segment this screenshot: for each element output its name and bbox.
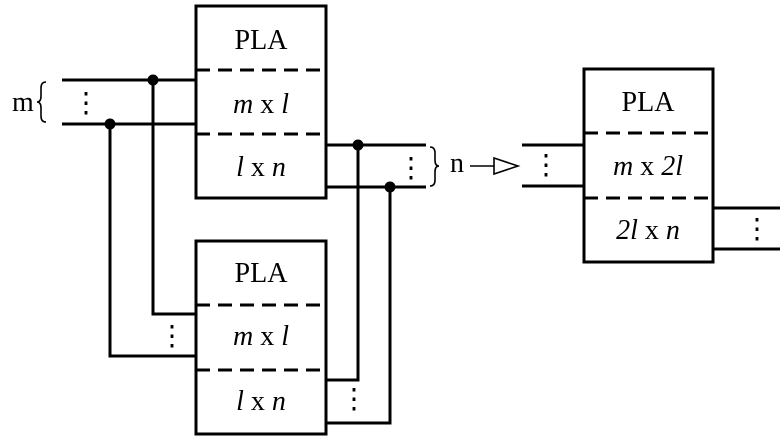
pla-top-left: PLA m x l l x n [194,4,328,200]
branch-bus-ellipsis: ⋮ [158,321,186,352]
arrow-head [493,156,521,176]
output-wire-bottom-1 [326,145,360,382]
output-width-label: n [450,148,464,179]
and-plane-label: m x l [233,89,289,120]
and-plane-label: m x 2l [613,151,683,182]
branch-wire-2 [108,124,196,358]
or-plane-label: l x n [236,386,286,417]
pla-right: PLA m x 2l 2l x n [582,67,715,264]
input-brace [36,81,47,123]
junction-dot-2 [104,118,116,130]
pla-bottom-left: PLA m x l l x n [194,239,328,436]
right-input-ellipsis: ⋮ [532,150,560,181]
pla-title: PLA [622,87,676,118]
right-output-ellipsis: ⋮ [743,214,771,245]
input-width-label: m [12,87,34,118]
output-brace [429,146,440,187]
pla-box [194,239,328,436]
pla-box [194,4,328,200]
or-plane-label: 2l x n [616,215,680,246]
junction-dot-1 [147,74,159,86]
pla-title: PLA [235,258,289,289]
and-plane-label: m x l [233,321,289,352]
junction-dot-4 [384,181,396,193]
branch-wire-1 [151,80,196,316]
output-wire-bottom-2 [326,187,392,425]
output-bus-ellipsis: ⋮ [397,153,425,184]
input-bus-ellipsis: ⋮ [72,88,100,119]
pla-title: PLA [235,25,289,56]
junction-dot-3 [352,139,364,151]
bottom-output-ellipsis: ⋮ [340,384,368,415]
or-plane-label: l x n [236,152,286,183]
pla-box [582,67,715,264]
